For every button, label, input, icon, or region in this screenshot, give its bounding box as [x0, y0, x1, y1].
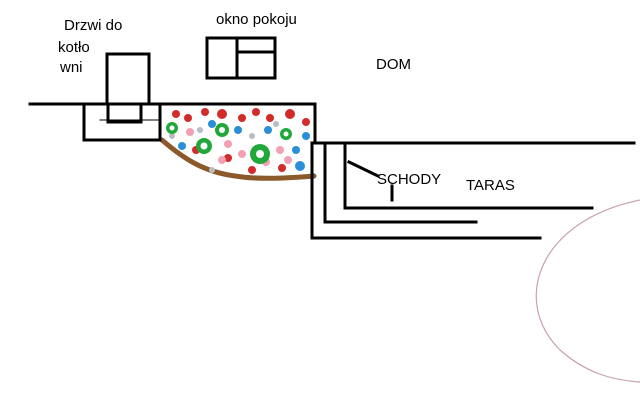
terrace-curve	[535, 199, 640, 383]
stairs	[310, 159, 594, 240]
boiler-door-label-3: wni	[59, 59, 83, 76]
house-label: DOM	[376, 56, 411, 73]
room-window	[205, 36, 277, 80]
flowers	[166, 108, 310, 174]
boiler-door-label-1: Drzwi do	[64, 17, 122, 34]
terrace-label: TARAS	[466, 177, 515, 194]
boiler-door-label-2: kotło	[58, 39, 90, 56]
boiler-room-door	[105, 52, 151, 124]
flower-bed-soil	[159, 137, 317, 181]
house-outline	[28, 102, 636, 240]
stairs-label: SCHODY	[377, 171, 441, 188]
room-window-label: okno pokoju	[216, 11, 297, 28]
